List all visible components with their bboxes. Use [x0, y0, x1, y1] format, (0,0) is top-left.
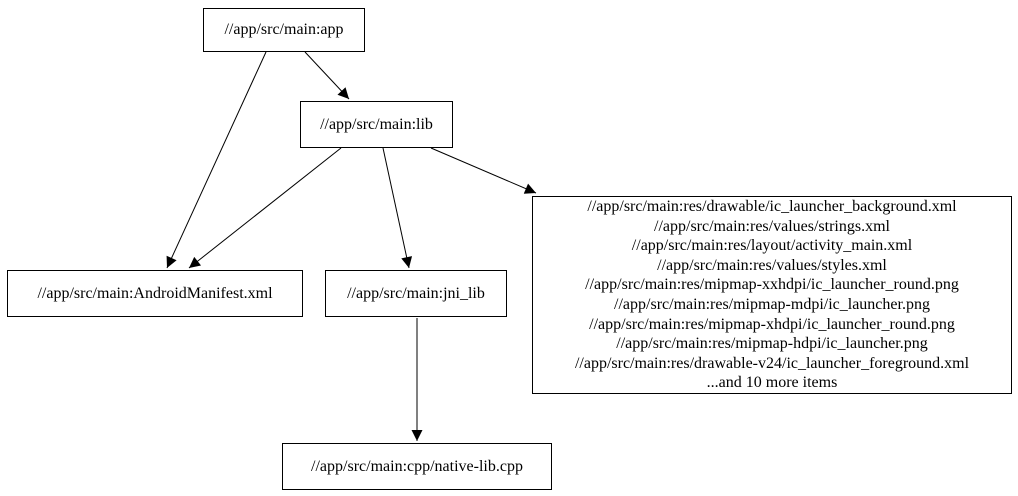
node-jni-lib-label: //app/src/main:jni_lib: [347, 284, 485, 302]
node-android-manifest: //app/src/main:AndroidManifest.xml: [7, 270, 303, 317]
resource-item: //app/src/main:res/drawable-v24/ic_launc…: [574, 354, 970, 372]
node-app: //app/src/main:app: [203, 8, 365, 52]
resource-item: //app/src/main:res/mipmap-mdpi/ic_launch…: [614, 296, 930, 313]
node-resources-group: //app/src/main:res/drawable/ic_launcher_…: [532, 196, 1012, 394]
node-native-lib-cpp-label: //app/src/main:cpp/native-lib.cpp: [311, 457, 523, 475]
resource-item: //app/src/main:res/mipmap-xxhdpi/ic_laun…: [585, 276, 959, 294]
edge-app-to-lib: [304, 51, 350, 100]
node-app-label: //app/src/main:app: [224, 21, 344, 39]
edge-lib-to-jni-lib: [382, 147, 413, 269]
edge-lib-to-resources: [430, 147, 537, 194]
resource-item: //app/src/main:res/mipmap-hdpi/ic_launch…: [616, 335, 928, 353]
resource-item: //app/src/main:res/values/strings.xml: [654, 217, 890, 235]
node-lib-label: //app/src/main:lib: [320, 115, 433, 133]
node-jni-lib: //app/src/main:jni_lib: [325, 270, 507, 317]
node-native-lib-cpp: //app/src/main:cpp/native-lib.cpp: [282, 443, 552, 490]
resource-item: //app/src/main:res/drawable/ic_launcher_…: [587, 198, 957, 216]
edge-lib-to-android-manifest: [188, 147, 342, 269]
resource-item: //app/src/main:res/mipmap-xhdpi/ic_launc…: [589, 315, 955, 333]
resource-more-items: ...and 10 more items: [706, 374, 838, 392]
edge-app-to-android-manifest: [166, 51, 267, 269]
node-lib: //app/src/main:lib: [300, 101, 453, 148]
resource-item: //app/src/main:res/layout/activity_main.…: [631, 237, 913, 255]
resource-item: //app/src/main:res/values/styles.xml: [657, 256, 887, 274]
node-android-manifest-label: //app/src/main:AndroidManifest.xml: [37, 284, 273, 302]
